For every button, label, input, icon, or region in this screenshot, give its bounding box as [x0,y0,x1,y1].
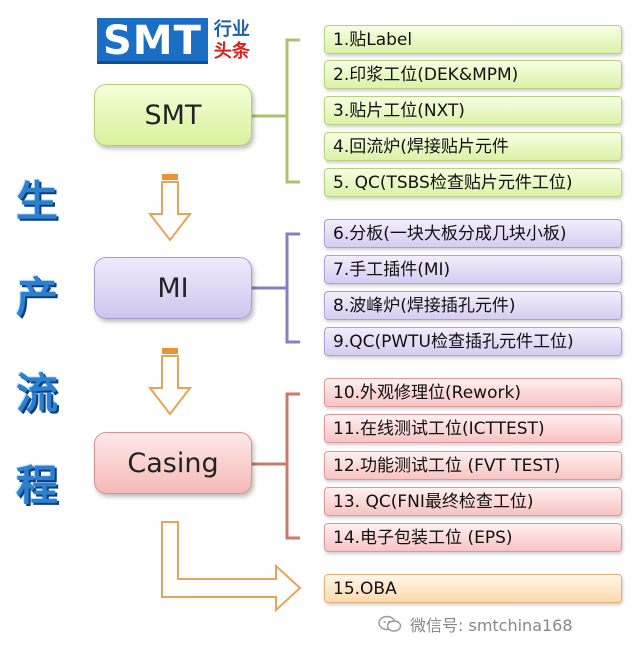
step-4: 4.回流炉(焊接贴片元件 [324,132,622,161]
step-2: 2.印浆工位(DEK&MPM) [324,60,622,89]
step-7: 7.手工插件(MI) [324,255,622,284]
step-10: 10.外观修理位(Rework) [324,378,622,407]
down-arrow-1 [147,174,193,242]
footer-text: 微信号: smtchina168 [410,616,573,635]
step-14: 14.电子包装工位 (EPS) [324,523,622,552]
logo-text: 行业 头条 [214,19,250,63]
smt-bracket [250,38,300,184]
vertical-title-char-1: 生 [15,177,58,226]
step-15: 15.OBA [324,574,622,603]
vertical-title-char-4: 程 [15,461,58,510]
logo-line-2: 头条 [213,41,250,62]
stage-casing: Casing [94,432,252,494]
wechat-icon [378,615,402,632]
vertical-title-char-2: 产 [15,273,58,322]
logo-mark: SMT [97,18,208,64]
casing-bracket [250,392,300,540]
step-13: 13. QC(FNI最终检查工位) [324,487,622,516]
step-1: 1.贴Label [324,25,622,54]
step-12: 12.功能测试工位 (FVT TEST) [324,451,622,480]
vertical-title-char-3: 流 [15,369,58,418]
stage-smt: SMT [94,84,252,146]
step-11: 11.在线测试工位(ICTTEST) [324,414,622,443]
down-arrow-2 [147,348,193,416]
logo-line-1: 行业 [213,19,250,40]
step-6: 6.分板(一块大板分成几块小板) [324,219,622,248]
step-5: 5. QC(TSBS检查贴片元件工位) [324,168,622,197]
wechat-footer: 微信号: smtchina168 [378,612,573,636]
elbow-arrow-oba [161,521,302,613]
step-3: 3.贴片工位(NXT) [324,96,622,125]
step-8: 8.波峰炉(焊接插孔元件) [324,291,622,320]
mi-bracket [250,232,300,344]
stage-mi: MI [94,257,252,319]
smt-logo: SMT 行业 头条 [97,18,250,64]
step-9: 9.QC(PWTU检查插孔元件工位) [324,327,622,356]
